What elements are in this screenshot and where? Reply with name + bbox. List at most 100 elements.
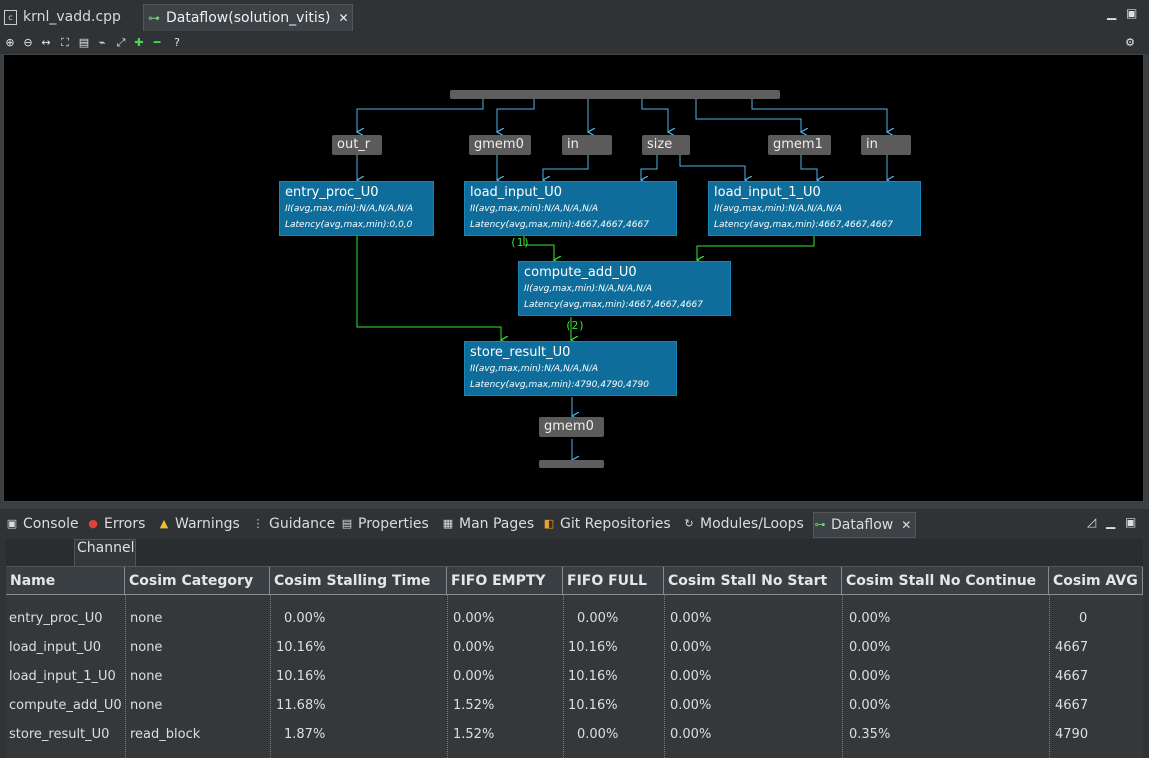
table-cell-name[interactable]: compute_add_U0 bbox=[9, 698, 122, 713]
tab-properties[interactable]: ▤Properties bbox=[341, 514, 429, 534]
close-icon[interactable]: ✕ bbox=[901, 518, 912, 532]
tab-console[interactable]: ▣Console bbox=[6, 514, 79, 534]
table-cell-avg[interactable]: 4667 bbox=[1055, 698, 1089, 713]
table-cell-category[interactable]: none bbox=[130, 640, 163, 655]
col-header-cosim-avg[interactable]: Cosim AVG bbox=[1049, 567, 1143, 595]
fit-page-icon[interactable]: ⛶ bbox=[61, 36, 69, 49]
col-header-cosim-stall-no-continue[interactable]: Cosim Stall No Continue bbox=[842, 567, 1049, 595]
table-cell-fifo-full[interactable]: 10.16% bbox=[568, 669, 618, 684]
table-cell-no-start[interactable]: 0.00% bbox=[670, 727, 712, 742]
table-cell-name[interactable]: entry_proc_U0 bbox=[9, 611, 103, 626]
table-cell-category[interactable]: none bbox=[130, 611, 163, 626]
view-menu-icon[interactable]: ◿ bbox=[1087, 515, 1097, 529]
table-cell-no-continue[interactable]: 0.35% bbox=[849, 727, 891, 742]
table-cell-fifo-full[interactable]: 10.16% bbox=[568, 698, 618, 713]
close-icon[interactable]: ✕ bbox=[338, 11, 349, 25]
port-gmem0-in[interactable]: gmem0 bbox=[469, 135, 531, 155]
link-icon[interactable]: ⤢ bbox=[116, 36, 126, 49]
dataflow-canvas[interactable]: out_r gmem0 in size gmem1 in gmem0 entry… bbox=[3, 54, 1144, 502]
table-cell-avg[interactable]: 4790 bbox=[1055, 727, 1089, 742]
table-cell-stalling[interactable]: 0.00% bbox=[284, 611, 326, 626]
col-header-fifo-empty[interactable]: FIFO EMPTY bbox=[447, 567, 563, 595]
zoom-in-icon[interactable]: ⊕ bbox=[5, 36, 15, 49]
table-cell-no-start[interactable]: 0.00% bbox=[670, 640, 712, 655]
table-cell-no-continue[interactable]: 0.00% bbox=[849, 669, 891, 684]
minimize-icon[interactable]: ▁ bbox=[1107, 6, 1117, 20]
maximize-icon[interactable]: ▣ bbox=[1126, 6, 1138, 20]
table-cell-fifo-empty[interactable]: 0.00% bbox=[453, 640, 495, 655]
node-compute-add[interactable]: compute_add_U0 II(avg,max,min):N/A,N/A,N… bbox=[518, 261, 731, 316]
column-divider bbox=[563, 595, 564, 758]
zoom-out-icon[interactable]: ⊖ bbox=[23, 36, 33, 49]
port-size[interactable]: size bbox=[642, 135, 690, 155]
table-cell-no-continue[interactable]: 0.00% bbox=[849, 698, 891, 713]
tab-channel[interactable] bbox=[74, 539, 136, 566]
table-cell-stalling[interactable]: 10.16% bbox=[276, 669, 326, 684]
table-cell-name[interactable]: store_result_U0 bbox=[9, 727, 110, 742]
column-divider bbox=[842, 595, 843, 758]
table-cell-fifo-full[interactable]: 10.16% bbox=[568, 640, 618, 655]
table-cell-fifo-empty[interactable]: 1.52% bbox=[453, 727, 495, 742]
port-gmem0-out[interactable]: gmem0 bbox=[539, 417, 604, 437]
tab-guidance[interactable]: ⋮Guidance bbox=[252, 514, 336, 534]
table-cell-stalling[interactable]: 10.16% bbox=[276, 640, 326, 655]
expand-icon[interactable]: ✚ bbox=[134, 36, 144, 49]
node-load-input[interactable]: load_input_U0 II(avg,max,min):N/A,N/A,N/… bbox=[464, 181, 677, 236]
table-cell-no-continue[interactable]: 0.00% bbox=[849, 640, 891, 655]
port-in-1[interactable]: in bbox=[562, 135, 612, 155]
tab-git-repositories[interactable]: ◧Git Repositories bbox=[543, 514, 671, 534]
minimize-icon[interactable]: ▁ bbox=[1106, 515, 1116, 529]
help-icon[interactable]: ? bbox=[174, 36, 180, 49]
tab-modules-loops[interactable]: ↻Modules/Loops bbox=[683, 514, 803, 534]
col-header-name[interactable]: Name bbox=[6, 567, 125, 595]
tab-krnl-vadd[interactable]: c krnl_vadd.cpp bbox=[4, 4, 134, 30]
channel-label-1[interactable]: (1) bbox=[510, 236, 530, 249]
col-header-cosim-stalling-time[interactable]: Cosim Stalling Time bbox=[270, 567, 447, 595]
console-icon: ▣ bbox=[6, 517, 18, 530]
fit-width-icon[interactable]: ↔ bbox=[41, 36, 51, 49]
table-cell-category[interactable]: none bbox=[130, 669, 163, 684]
tab-dataflow-view[interactable]: ⊶Dataflow✕ bbox=[813, 512, 917, 538]
tab-errors[interactable]: ●Errors bbox=[87, 514, 145, 534]
collapse-icon[interactable]: ━ bbox=[153, 36, 161, 49]
table-cell-avg[interactable]: 4667 bbox=[1055, 640, 1089, 655]
col-header-fifo-full[interactable]: FIFO FULL bbox=[563, 567, 664, 595]
node-load-input-1[interactable]: load_input_1_U0 II(avg,max,min):N/A,N/A,… bbox=[708, 181, 921, 236]
node-ii: II(avg,max,min):N/A,N/A,N/A bbox=[470, 204, 599, 214]
channel-label-2[interactable]: (2) bbox=[565, 319, 585, 332]
tab-channel-label[interactable]: Channel bbox=[77, 540, 135, 556]
port-in-2[interactable]: in bbox=[861, 135, 911, 155]
col-header-cosim-stall-no-start[interactable]: Cosim Stall No Start bbox=[664, 567, 842, 595]
table-cell-no-start[interactable]: 0.00% bbox=[670, 669, 712, 684]
maximize-icon[interactable]: ▣ bbox=[1125, 515, 1137, 529]
table-cell-fifo-full[interactable]: 0.00% bbox=[577, 611, 619, 626]
table-cell-no-start[interactable]: 0.00% bbox=[670, 698, 712, 713]
table-cell-avg[interactable]: 4667 bbox=[1055, 669, 1089, 684]
table-cell-name[interactable]: load_input_U0 bbox=[9, 640, 102, 655]
port-gmem1[interactable]: gmem1 bbox=[768, 135, 831, 155]
dataflow-toolbar: ⊕ ⊖ ↔ ⛶ ▤ ⌁ ⤢ ✚ ━ ? ⚙ bbox=[0, 33, 1149, 54]
table-cell-name[interactable]: load_input_1_U0 bbox=[9, 669, 116, 684]
table-cell-no-start[interactable]: 0.00% bbox=[670, 611, 712, 626]
table-cell-category[interactable]: read_block bbox=[130, 727, 201, 742]
port-out-r[interactable]: out_r bbox=[332, 135, 382, 155]
gear-icon[interactable]: ⚙ bbox=[1125, 36, 1135, 49]
col-header-cosim-category[interactable]: Cosim Category bbox=[125, 567, 270, 595]
node-entry-proc[interactable]: entry_proc_U0 II(avg,max,min):N/A,N/A,N/… bbox=[279, 181, 434, 236]
tab-man-pages[interactable]: ▦Man Pages bbox=[442, 514, 534, 534]
table-cell-stalling[interactable]: 11.68% bbox=[276, 698, 326, 713]
table-cell-category[interactable]: none bbox=[130, 698, 163, 713]
tab-warnings[interactable]: ▲Warnings bbox=[158, 514, 240, 534]
node-store-result[interactable]: store_result_U0 II(avg,max,min):N/A,N/A,… bbox=[464, 341, 677, 396]
table-cell-fifo-empty[interactable]: 0.00% bbox=[453, 669, 495, 684]
table-cell-avg[interactable]: 0 bbox=[1079, 611, 1088, 626]
table-cell-fifo-full[interactable]: 0.00% bbox=[577, 727, 619, 742]
table-cell-stalling[interactable]: 1.87% bbox=[284, 727, 326, 742]
table-cell-no-continue[interactable]: 0.00% bbox=[849, 611, 891, 626]
table-cell-fifo-empty[interactable]: 1.52% bbox=[453, 698, 495, 713]
table-cell-fifo-empty[interactable]: 0.00% bbox=[453, 611, 495, 626]
tab-dataflow-solution[interactable]: ⊶ Dataflow(solution_vitis) ✕ bbox=[143, 4, 353, 31]
layout-icon[interactable]: ▤ bbox=[78, 36, 90, 49]
route-icon[interactable]: ⌁ bbox=[98, 36, 106, 49]
node-latency: Latency(avg,max,min):4667,4667,4667 bbox=[470, 220, 649, 230]
